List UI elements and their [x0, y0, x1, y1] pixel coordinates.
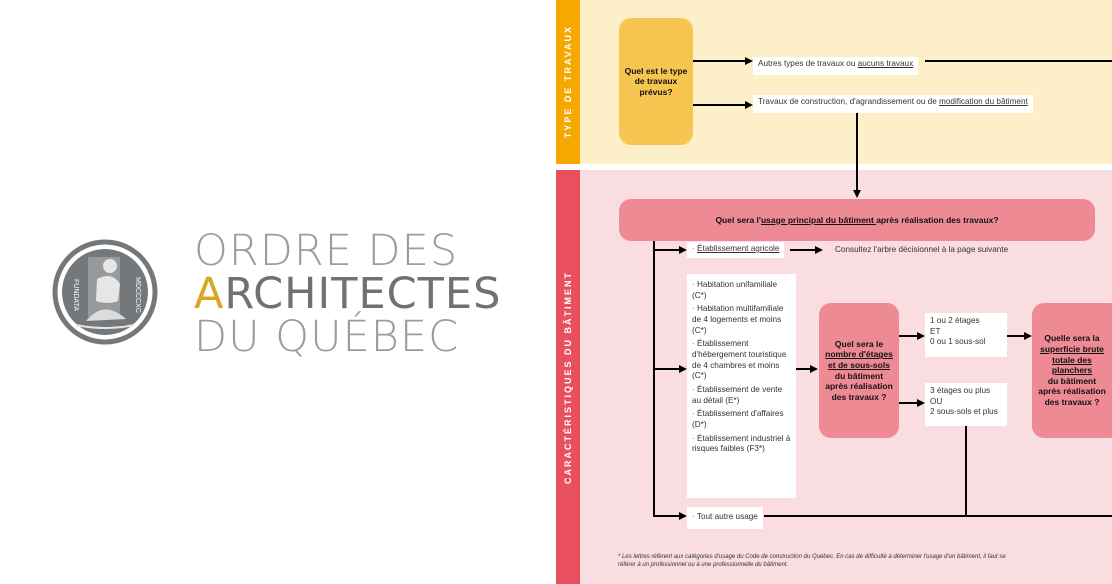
agricole-result: Consultez l'arbre décisionnel à la page … [835, 245, 1009, 254]
option-autres-travaux: Autres types de travaux ou aucuns travau… [753, 57, 919, 75]
connector-line [925, 60, 1112, 62]
connector-line [654, 515, 680, 517]
connector-line [899, 402, 917, 404]
arrow-icon [917, 399, 925, 407]
connector-line [796, 368, 811, 370]
section-label-type: TYPE DE TRAVAUX [556, 0, 580, 164]
connector-line [899, 335, 917, 337]
svg-text:FUNDATA: FUNDATA [72, 279, 79, 311]
section-label-caracteristiques: CARACTÉRISTIQUES DU BÂTIMENT [556, 170, 580, 584]
footnote: * Les lettres réfèrent aux catégories d'… [618, 554, 1006, 569]
usage-item: · Habitation multifamiliale de 4 logemen… [692, 304, 784, 335]
arrow-icon [745, 57, 753, 65]
logo-line-3: DU QUÉBEC [194, 312, 460, 362]
arrow-down-icon [853, 190, 861, 198]
connector-line [965, 426, 967, 517]
usage-item: · Établissement industriel à risques fai… [692, 433, 791, 454]
arrow-icon [679, 512, 687, 520]
connector-line [654, 368, 680, 370]
connector-line [856, 113, 858, 191]
connector-line [654, 249, 680, 251]
usage-item: · Établissement de vente au détail (E*) [692, 384, 783, 405]
connector-line [693, 104, 745, 106]
svg-text:MDCCCXC: MDCCCXC [134, 277, 141, 313]
option-agricole: · Établissement agricole [687, 242, 785, 258]
usage-list: · Habitation unifamiliale (C*) · Habitat… [687, 274, 796, 498]
connector-line [764, 515, 1112, 517]
option-autre-usage: · Tout autre usage [687, 507, 763, 529]
arrow-icon [917, 332, 925, 340]
usage-item: · Établissement d'affaires (D*) [692, 409, 784, 429]
question-usage-principal: Quel sera l'usage principal du bâtiment … [619, 199, 1095, 241]
usage-item: · Établissement d'hébergement touristiqu… [692, 339, 787, 381]
connector-line [790, 249, 816, 251]
arrow-icon [815, 246, 823, 254]
arrow-icon [810, 365, 818, 373]
connector-line [1007, 335, 1024, 337]
connector-line [653, 241, 655, 517]
arrow-icon [679, 246, 687, 254]
logo-line-2: ARCHITECTES [194, 269, 502, 319]
connector-line [693, 60, 745, 62]
question-type-travaux: Quel est le type de travaux prévus? [619, 18, 693, 145]
arrow-icon [745, 101, 753, 109]
option-travaux-construction: Travaux de construction, d'agrandissemen… [753, 95, 1033, 113]
logo-line-1: ORDRE DES [194, 226, 459, 276]
arrow-icon [1024, 332, 1032, 340]
arrow-icon [679, 365, 687, 373]
usage-item: · Habitation unifamiliale (C*) [692, 280, 778, 300]
oaq-seal-logo: FUNDATA MDCCCXC [52, 239, 158, 345]
